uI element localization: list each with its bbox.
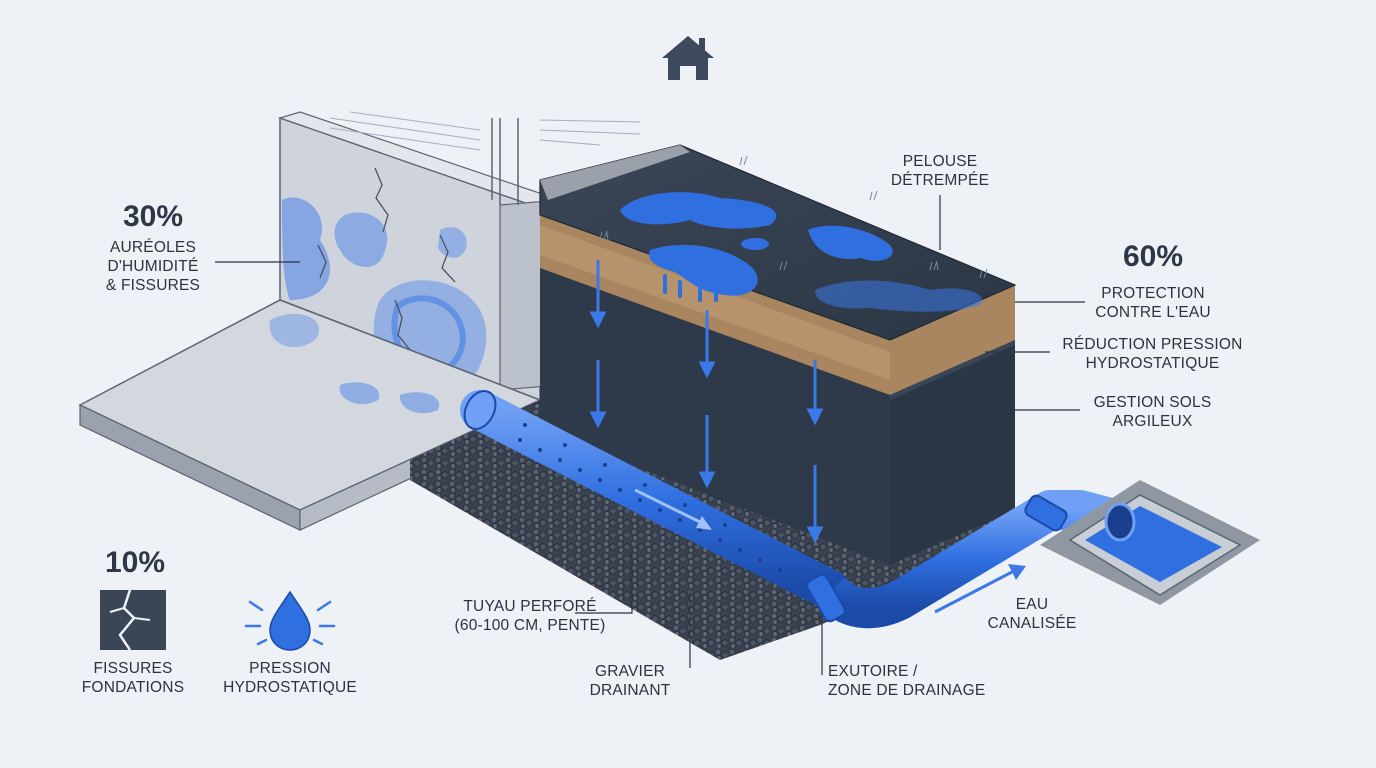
water-drop-icon	[244, 590, 336, 651]
channeled-water-arrow	[934, 564, 1026, 614]
perforated-pipe	[460, 390, 1116, 629]
pressure-reduction-label: RÉDUCTION PRESSION HYDROSTATIQUE	[1062, 336, 1243, 372]
lawn-callout: PELOUSE DÉTREMPÉE	[890, 153, 990, 189]
cracks-stat-value: 10%	[104, 546, 166, 579]
soil-block	[410, 144, 1017, 660]
outlet-callout: EXUTOIRE / ZONE DE DRAINAGE	[828, 663, 986, 699]
channeled-water-callout: EAU CANALISÉE	[987, 596, 1077, 632]
gravel-callout: GRAVIER DRAINANT	[589, 663, 671, 699]
infiltration-arrows	[589, 260, 824, 544]
protection-stat-value: 60%	[1122, 240, 1184, 273]
outlet-basin	[1040, 480, 1260, 605]
moisture-stat-value: 30%	[122, 200, 184, 233]
cracked-wall-icon	[100, 589, 166, 651]
leader-lines	[215, 195, 1085, 675]
cracks-stat-label: FISSURES FONDATIONS	[81, 660, 185, 696]
protection-stat-label: PROTECTION CONTRE L'EAU	[1095, 285, 1211, 321]
pipe-callout: TUYAU PERFORÉ (60-100 CM, PENTE)	[454, 598, 606, 634]
house-icon	[662, 36, 714, 80]
clay-soils-label: GESTION SOLS ARGILEUX	[1093, 394, 1212, 430]
moisture-stat-label: AURÉOLES D'HUMIDITÉ & FISSURES	[105, 239, 201, 294]
pressure-legend-label: PRESSION HYDROSTATIQUE	[223, 660, 357, 696]
